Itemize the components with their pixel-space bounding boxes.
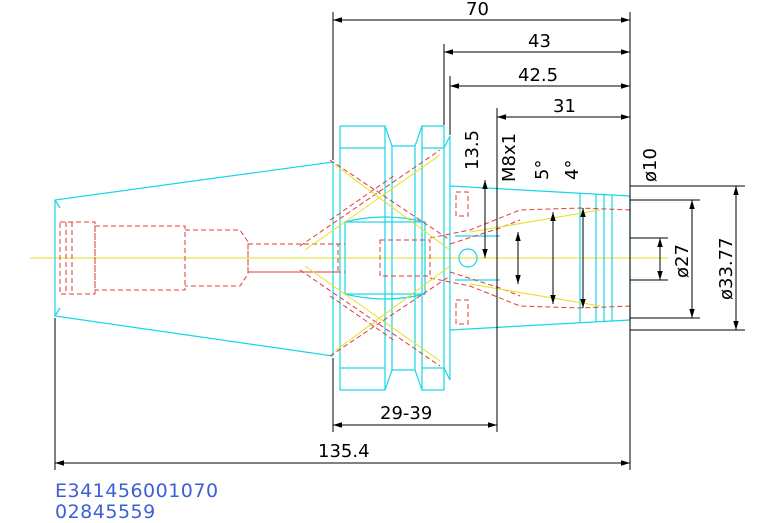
- dim-31: 31: [553, 96, 576, 117]
- construction-lines: [304, 154, 601, 362]
- dim-13-5: 13.5: [462, 130, 483, 170]
- holder-outline: [54, 125, 631, 391]
- dim-angle-4: 4°: [562, 160, 583, 180]
- dim-dia-27: ø27: [672, 244, 693, 278]
- dim-70: 70: [466, 0, 489, 20]
- part-code-2: 02845559: [55, 501, 156, 523]
- part-code-1: E341456001070: [55, 480, 219, 502]
- hidden-lines: [59, 149, 631, 367]
- dim-43: 43: [528, 31, 551, 52]
- dim-dia-33-77: ø33.77: [716, 237, 737, 300]
- dim-dia-10: ø10: [640, 148, 661, 182]
- part-codes: E341456001070 02845559: [55, 480, 219, 523]
- dim-angle-5: 5°: [532, 160, 553, 180]
- dim-29-39: 29-39: [380, 403, 432, 424]
- dim-42-5: 42.5: [518, 65, 558, 86]
- dimension-lines: [54, 12, 745, 470]
- dimension-labels: 70 43 42.5 31 29-39 135.4 13.5 M8x1 5° 4…: [318, 0, 737, 462]
- dim-thread-m8x1: M8x1: [499, 133, 520, 182]
- dim-135-4: 135.4: [318, 441, 370, 462]
